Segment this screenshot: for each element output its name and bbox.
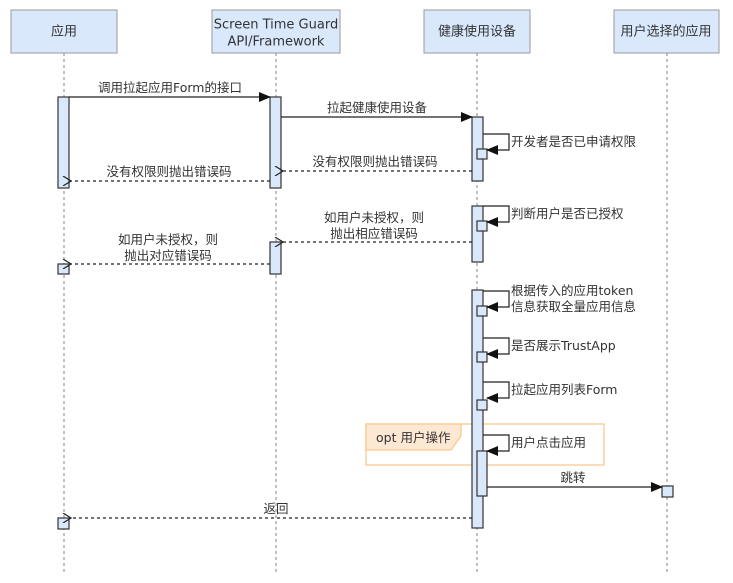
message-label-line1: 根据传入的应用token (511, 283, 633, 298)
activation-selected-1 (661, 485, 674, 498)
opt-fragment-label: opt 用户操作 (376, 430, 451, 445)
participant-app: 应用 (10, 9, 118, 54)
message-m14: 返回 (71, 501, 472, 518)
opt-fragment-tag (365, 423, 462, 451)
activation-sctg-2 (269, 241, 282, 275)
message-label: 调用拉起应用Form的接口 (98, 80, 242, 95)
message-m11: 拉起应用列表Form (483, 381, 618, 403)
message-m2: 拉起健康使用设备 (281, 100, 473, 122)
participant-health: 健康使用设备 (423, 9, 531, 54)
participant-health-label: 健康使用设备 (438, 24, 516, 40)
activation-app-1 (57, 96, 70, 189)
message-label: 没有权限则抛出错误码 (106, 164, 231, 179)
message-label: 拉起健康使用设备 (327, 100, 428, 115)
participant-sctg-label-line2: API/Framework (228, 35, 325, 50)
activation-health-self-6 (476, 450, 488, 497)
message-label-line2: 抛出对应错误码 (124, 248, 212, 263)
message-m5: 没有权限则抛出错误码 (71, 164, 270, 181)
message-m13: 跳转 (487, 470, 663, 492)
activation-health-2 (471, 205, 484, 263)
message-label: 拉起应用列表Form (511, 382, 618, 397)
opt-fragment: opt 用户操作 (365, 423, 605, 466)
message-m3: 开发者是否已申请权限 (483, 133, 637, 155)
message-m7: 如用户未授权，则 抛出相应错误码 (283, 210, 472, 242)
participant-sctg: Screen Time Guard API/Framework (211, 9, 341, 54)
message-label-line1: 如用户未授权，则 (324, 210, 424, 225)
message-m9: 根据传入的应用token 信息获取全量应用信息 (483, 283, 636, 314)
message-label-line2: 信息获取全量应用信息 (511, 299, 636, 314)
participant-selected-label: 用户选择的应用 (620, 24, 711, 40)
participant-selected: 用户选择的应用 (613, 9, 720, 54)
message-label: 判断用户是否已授权 (511, 206, 624, 221)
activation-health-self-1 (476, 148, 488, 160)
message-m4: 没有权限则抛出错误码 (283, 154, 472, 171)
message-label-line2: 抛出相应错误码 (330, 226, 418, 241)
activation-sctg-1 (269, 96, 282, 189)
activation-health-self-5 (476, 399, 488, 411)
message-label: 开发者是否已申请权限 (511, 134, 637, 149)
message-label: 是否展示TrustApp (511, 338, 616, 353)
activation-app-2 (57, 263, 70, 275)
activation-health-self-3 (476, 305, 488, 317)
message-label: 返回 (263, 501, 288, 516)
activation-app-3 (57, 517, 70, 530)
message-m12: 用户点击应用 (483, 434, 586, 456)
message-label: 跳转 (560, 470, 585, 485)
message-label: 没有权限则抛出错误码 (312, 154, 437, 169)
message-m10: 是否展示TrustApp (483, 337, 616, 359)
message-m6: 判断用户是否已授权 (483, 205, 624, 227)
message-label-line1: 如用户未授权，则 (118, 232, 218, 247)
message-label: 用户点击应用 (511, 435, 586, 450)
message-m8: 如用户未授权，则 抛出对应错误码 (71, 232, 270, 264)
message-m1: 调用拉起应用Form的接口 (69, 80, 271, 102)
activation-health-self-2 (476, 220, 488, 232)
participant-app-label: 应用 (51, 24, 77, 40)
participant-sctg-label-line1: Screen Time Guard (214, 18, 338, 33)
activation-health-self-4 (476, 351, 488, 363)
